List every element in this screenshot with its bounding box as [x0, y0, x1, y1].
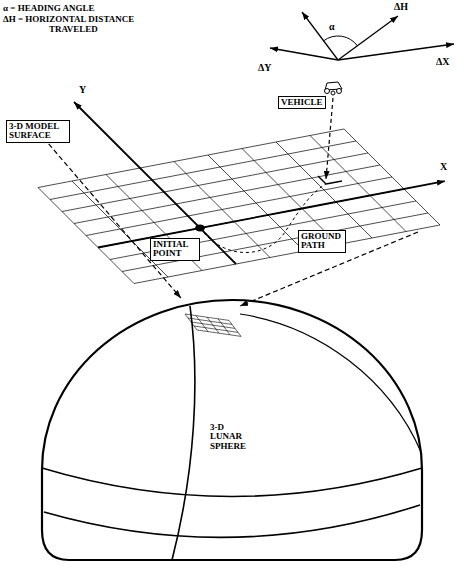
surface-label-box: 3-D MODEL SURFACE — [6, 120, 70, 143]
node-text: 3-D MODEL SURFACE — [9, 122, 67, 141]
node-text: INITIAL POINT — [153, 240, 197, 259]
text-label: ΔH = HORIZONTAL DISTANCE TRAVELED — [3, 14, 161, 35]
vehicle-label-box: VEHICLE — [278, 96, 326, 109]
dashed-projection-arrow — [49, 144, 181, 298]
text-label: α — [329, 21, 335, 33]
projection-arrow — [326, 98, 333, 179]
axes — [74, 102, 445, 264]
vehicle-ground-axes — [318, 176, 342, 184]
text-label: ΔH — [394, 1, 408, 13]
text-label: α = HEADING ANGLE — [3, 3, 94, 13]
text-label: X — [440, 161, 447, 173]
model-grid — [38, 129, 440, 284]
text-label: ΔX — [436, 56, 450, 68]
text-label: Y — [79, 84, 86, 96]
lunar-sphere: 3-D LUNAR SPHERE — [40, 298, 424, 562]
node-text: GROUND PATH — [301, 232, 343, 251]
sphere-outline — [40, 298, 424, 562]
vehicle-icon — [325, 82, 343, 95]
vector-diagram — [270, 12, 454, 60]
node-text: 3-D LUNAR SPHERE — [210, 423, 252, 451]
ground-path-box: GROUND PATH — [298, 230, 346, 253]
node-text: VEHICLE — [281, 98, 323, 107]
text-label: ΔY — [258, 62, 272, 74]
initial-point-box: INITIAL POINT — [150, 238, 200, 261]
